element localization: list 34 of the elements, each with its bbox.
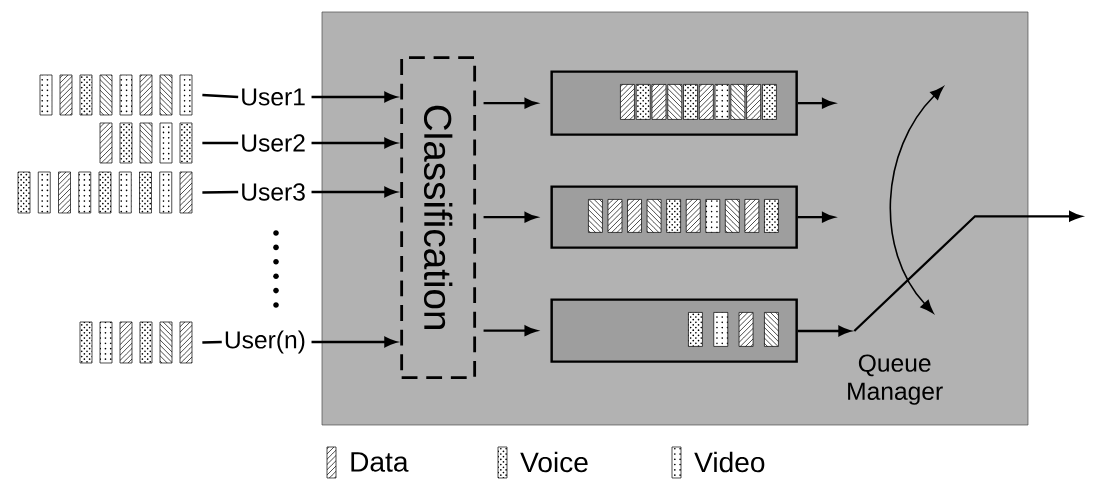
legend-label: Data	[351, 452, 409, 472]
packet-row	[159, 171, 173, 214]
arrow	[797, 212, 835, 223]
classification-box: Classification	[400, 56, 477, 380]
arrow	[797, 98, 835, 109]
packet-row	[37, 171, 51, 214]
queue-manager-label: Queue Manager	[848, 354, 943, 405]
legend-label: Video	[694, 451, 765, 473]
arrow	[311, 137, 397, 149]
packet-row	[159, 122, 193, 164]
packet-row	[118, 171, 132, 214]
packet-row	[99, 321, 113, 364]
arrow	[311, 186, 397, 198]
packet-row	[119, 74, 133, 116]
queue-box	[550, 298, 798, 363]
packet-row	[79, 321, 93, 364]
user-label: User1	[242, 88, 305, 106]
arrow	[311, 336, 397, 348]
queue-box	[713, 312, 729, 347]
user-label: User2	[242, 134, 305, 152]
switch-drawing	[853, 215, 1028, 332]
packet-row	[179, 74, 193, 116]
legend-label: Voice	[520, 451, 588, 473]
queue-box	[705, 199, 721, 233]
arrow	[1028, 211, 1082, 222]
arrow	[797, 325, 851, 337]
arrow	[311, 91, 397, 103]
queue-box	[666, 199, 681, 233]
packet-row	[79, 74, 93, 116]
user-label: User(n)	[225, 330, 305, 354]
user-label: User3	[242, 183, 305, 201]
packet-row	[39, 74, 53, 116]
packet-row	[78, 171, 92, 214]
queue-box	[714, 84, 730, 120]
